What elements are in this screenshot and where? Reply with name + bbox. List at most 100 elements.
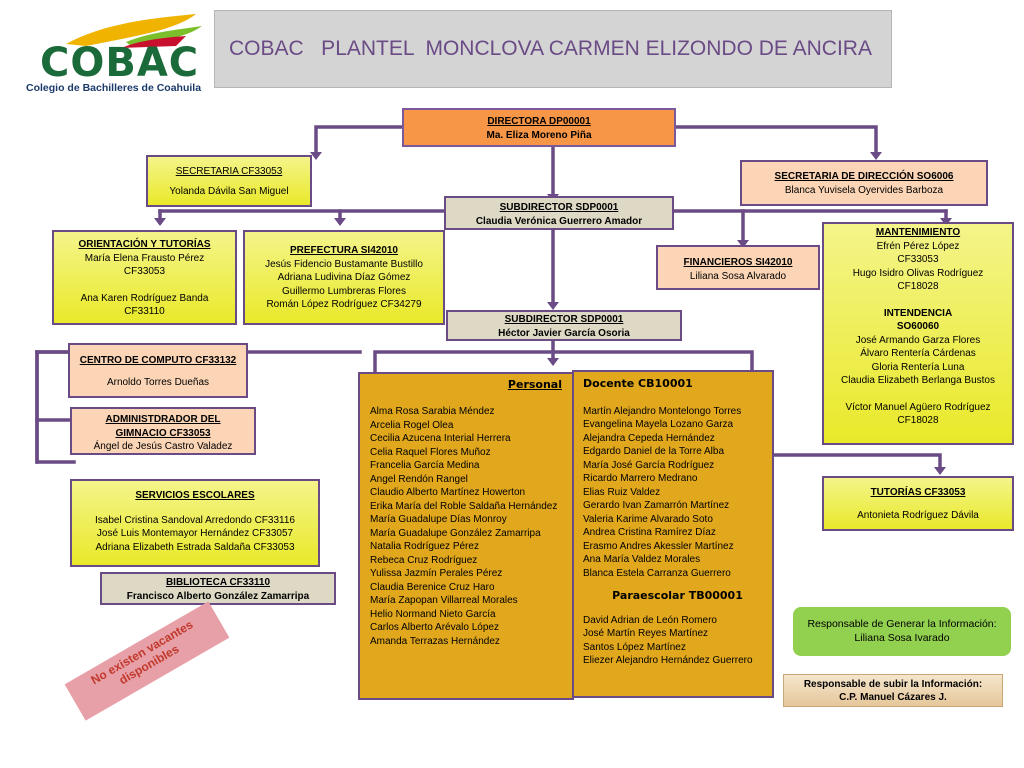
responsable-generar-label: Responsable de Generar la Información: <box>807 618 997 630</box>
servicios-line: Adriana Elizabeth Estrada Saldaña CF3305… <box>95 541 295 553</box>
paraescolar-member: David Adrian de León Romero <box>583 614 717 626</box>
gimnacio-box: ADMINISTDRADOR DEL GIMNACIO CF33053 Ánge… <box>70 407 256 455</box>
personal-member: Arcelia Rogel Olea <box>370 419 454 431</box>
personal-member: Yulissa Jazmín Perales Pérez <box>370 568 503 579</box>
servicios-line: José Luis Montemayor Hernández CF33057 <box>96 528 294 539</box>
responsable-generar-box: Responsable de Generar la Información: L… <box>793 607 1011 656</box>
intendencia-line: Gloria Rentería Luna <box>871 361 965 373</box>
docente-member: Gerardo Ivan Zamarrón Martínez <box>583 500 730 511</box>
docente-box: Docente CB10001 Martín Alejandro Montelo… <box>572 370 774 698</box>
prefectura-line: Adriana Ludivina Díaz Gómez <box>277 272 411 283</box>
docente-member: Edgardo Daniel de la Torre Alba <box>583 446 725 457</box>
personal-member: Celia Raquel Flores Muñoz <box>370 446 491 458</box>
prefectura-line: Guillermo Lumbreras Flores <box>282 285 406 297</box>
paraescolar-member: José Martín Reyes Martínez <box>583 628 709 639</box>
orientacion-title: ORIENTACIÓN Y TUTORÍAS <box>78 239 211 250</box>
tutorias-title: TUTORÍAS CF33053 <box>870 487 966 498</box>
docente-list: Martín Alejandro Montelongo Torres Evang… <box>583 405 772 581</box>
biblioteca-box: BIBLIOTECA CF33110 Francisco Alberto Gon… <box>100 572 336 605</box>
personal-member: Rebeca Cruz Rodríguez <box>370 554 478 566</box>
docente-member: Ricardo Marrero Medrano <box>583 473 698 484</box>
gimnacio-title: ADMINISTDRADOR DEL <box>105 414 221 425</box>
biblioteca-title: BIBLIOTECA CF33110 <box>165 577 271 588</box>
docente-member: Ana María Valdez Morales <box>583 554 701 565</box>
directora-box: DIRECTORA DP00001 Ma. Eliza Moreno Piña <box>402 108 676 147</box>
docente-member: Andrea Cristina Ramírez Díaz <box>583 527 716 538</box>
orientacion-line: CF33110 <box>124 306 165 317</box>
secretaria-name: Yolanda Dávila San Miguel <box>169 185 289 197</box>
paraescolar-list: David Adrian de León Romero José Martín … <box>583 614 772 668</box>
mantenimiento-line: Hugo Isidro Olivas Rodríguez <box>852 267 984 279</box>
header-title-bar: COBAC PLANTEL MONCLOVA CARMEN ELIZONDO D… <box>214 10 892 88</box>
servicios-escolares-box: SERVICIOS ESCOLARES Isabel Cristina Sand… <box>70 479 320 567</box>
personal-title: Personal <box>507 378 562 391</box>
personal-member: Helio Normand Nieto García <box>370 608 496 620</box>
cobac-logo-graphic <box>66 14 202 48</box>
orientacion-line: María Elena Frausto Pérez <box>84 252 205 264</box>
responsable-subir-label: Responsable de subir la Información: <box>803 679 983 690</box>
personal-member: Amanda Terrazas Hernández <box>370 635 500 647</box>
prefectura-line: Román López Rodríguez CF34279 <box>266 299 422 310</box>
cobac-logo: COBAC Colegio de Bachilleres de Coahuila <box>26 12 222 96</box>
intendencia-title: INTENDENCIA <box>883 307 953 319</box>
servicios-title: SERVICIOS ESCOLARES <box>135 490 255 501</box>
subdirector2-name: Héctor Javier García Osoria <box>498 327 630 339</box>
centro-computo-title: CENTRO DE COMPUTO CF33132 <box>79 355 237 366</box>
secretaria-box: SECRETARIA CF33053 Yolanda Dávila San Mi… <box>146 155 312 207</box>
responsable-generar-name: Liliana Sosa Ivarado <box>854 632 950 644</box>
subdirector2-title: SUBDIRECTOR SDP0001 <box>504 314 624 325</box>
docente-member: Elias Ruiz Valdez <box>583 486 661 498</box>
personal-member: Angel Rendón Rangel <box>370 473 468 485</box>
docente-title: Docente CB10001 <box>583 377 693 390</box>
personal-member: María Guadalupe González Zamarripa <box>370 527 541 539</box>
responsable-subir-box: Responsable de subir la Información: C.P… <box>783 674 1003 707</box>
personal-member: Claudia Berenice Cruz Haro <box>370 581 495 593</box>
page-title: COBAC PLANTEL MONCLOVA CARMEN ELIZONDO D… <box>229 37 872 60</box>
secretaria-direccion-name: Blanca Yuvisela Oyervides Barboza <box>784 184 944 196</box>
financieros-box: FINANCIEROS SI42010 Liliana Sosa Alvarad… <box>656 245 820 290</box>
orientacion-line: CF33053 <box>123 266 166 277</box>
prefectura-title: PREFECTURA SI42010 <box>290 245 398 256</box>
prefectura-box: PREFECTURA SI42010 Jesús Fidencio Bustam… <box>243 230 445 325</box>
gimnacio-title: GIMNACIO CF33053 <box>115 427 211 439</box>
logo-name: COBAC <box>40 40 200 86</box>
secretaria-title: SECRETARIA CF33053 <box>175 166 283 177</box>
mantenimiento-box: MANTENIMIENTO Efrén Pérez López CF33053 … <box>822 222 1014 445</box>
centro-computo-name: Arnoldo Torres Dueñas <box>106 376 210 388</box>
personal-member: Carlos Alberto Arévalo López <box>370 622 499 633</box>
subdirector2-box: SUBDIRECTOR SDP0001 Héctor Javier García… <box>446 310 682 341</box>
secretaria-direccion-title: SECRETARIA DE DIRECCIÓN SO6006 <box>774 171 954 182</box>
intendencia-line: CF18028 <box>897 415 939 426</box>
prefectura-line: Jesús Fidencio Bustamante Bustillo <box>265 258 423 270</box>
mantenimiento-line: CF33053 <box>897 254 939 265</box>
mantenimiento-title: MANTENIMIENTO <box>875 227 961 238</box>
orientacion-box: ORIENTACIÓN Y TUTORÍAS María Elena Fraus… <box>52 230 237 325</box>
personal-member: Francelia García Medina <box>370 460 480 471</box>
personal-member: María Zapopan Villarreal Morales <box>370 595 518 606</box>
personal-box: Personal Alma Rosa Sarabia Méndez Arceli… <box>358 372 574 700</box>
tutorias-box: TUTORÍAS CF33053 Antonieta Rodríguez Dáv… <box>822 476 1014 531</box>
subdirector1-name: Claudia Verónica Guerrero Amador <box>475 215 643 227</box>
docente-member: Evangelina Mayela Lozano Garza <box>583 419 734 430</box>
directora-title: DIRECTORA DP00001 <box>487 116 591 127</box>
intendencia-line: José Armando Garza Flores <box>855 334 981 346</box>
intendencia-line: Álvaro Rentería Cárdenas <box>860 348 976 359</box>
biblioteca-name: Francisco Alberto González Zamarripa <box>126 590 310 602</box>
docente-member: Alejandra Cepeda Hernández <box>583 432 715 444</box>
docente-member: María José García Rodríguez <box>583 459 715 471</box>
docente-member: Erasmo Andres Akessler Martínez <box>583 540 734 552</box>
financieros-name: Liliana Sosa Alvarado <box>689 270 787 282</box>
servicios-line: Isabel Cristina Sandoval Arredondo CF331… <box>95 514 295 526</box>
intendencia-code: SO60060 <box>896 321 940 332</box>
subdirector1-title: SUBDIRECTOR SDP0001 <box>499 202 619 213</box>
personal-member: María Guadalupe Días Monroy <box>370 514 507 525</box>
centro-computo-box: CENTRO DE COMPUTO CF33132 Arnoldo Torres… <box>68 343 248 398</box>
personal-member: Erika María del Roble Saldaña Hernández <box>370 500 558 512</box>
financieros-title: FINANCIEROS SI42010 <box>683 257 793 268</box>
secretaria-direccion-box: SECRETARIA DE DIRECCIÓN SO6006 Blanca Yu… <box>740 160 988 206</box>
tutorias-name: Antonieta Rodríguez Dávila <box>857 509 979 521</box>
personal-member: Natalia Rodríguez Pérez <box>370 541 479 552</box>
paraescolar-member: Santos López Martínez <box>583 641 686 653</box>
subdirector1-box: SUBDIRECTOR SDP0001 Claudia Verónica Gue… <box>444 196 674 230</box>
mantenimiento-line: CF18028 <box>897 281 939 292</box>
